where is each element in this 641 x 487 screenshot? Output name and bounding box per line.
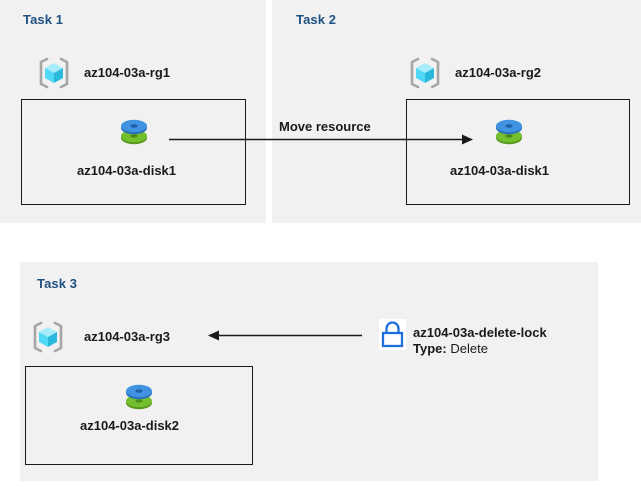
panel-task-2	[272, 0, 641, 223]
panel-title-task-3: Task 3	[37, 276, 78, 291]
delete-lock-arrow	[208, 330, 362, 341]
panel-task-1	[0, 0, 266, 223]
lock-icon	[379, 319, 406, 350]
move-resource-label: Move resource	[279, 119, 371, 134]
resource-group-label-rg2: az104-03a-rg2	[455, 65, 541, 80]
lock-type-label: Type: Delete	[413, 341, 488, 356]
resource-group-label-rg1: az104-03a-rg1	[84, 65, 170, 80]
resource-group-icon	[410, 57, 440, 89]
lock-type-key: Type:	[413, 341, 447, 356]
resource-group-label-rg3: az104-03a-rg3	[84, 329, 170, 344]
resource-label-disk1-task2: az104-03a-disk1	[450, 163, 550, 178]
managed-disk-icon	[126, 384, 152, 410]
managed-disk-icon	[496, 119, 522, 145]
lock-name-label: az104-03a-delete-lock	[413, 325, 547, 340]
panel-title-task-2: Task 2	[296, 12, 337, 27]
resource-group-box-task-3	[25, 366, 253, 465]
move-resource-arrow	[169, 134, 473, 145]
panel-title-task-1: Task 1	[23, 12, 64, 27]
resource-label-disk2-task3: az104-03a-disk2	[80, 418, 180, 433]
resource-group-box-task-2	[406, 99, 630, 205]
managed-disk-icon	[121, 119, 147, 145]
resource-group-box-task-1	[21, 99, 246, 205]
resource-group-icon	[39, 57, 69, 89]
resource-label-disk1-task1: az104-03a-disk1	[77, 163, 177, 178]
lock-type-value: Delete	[450, 341, 488, 356]
resource-group-icon	[33, 321, 63, 353]
panel-task-3	[20, 262, 598, 481]
